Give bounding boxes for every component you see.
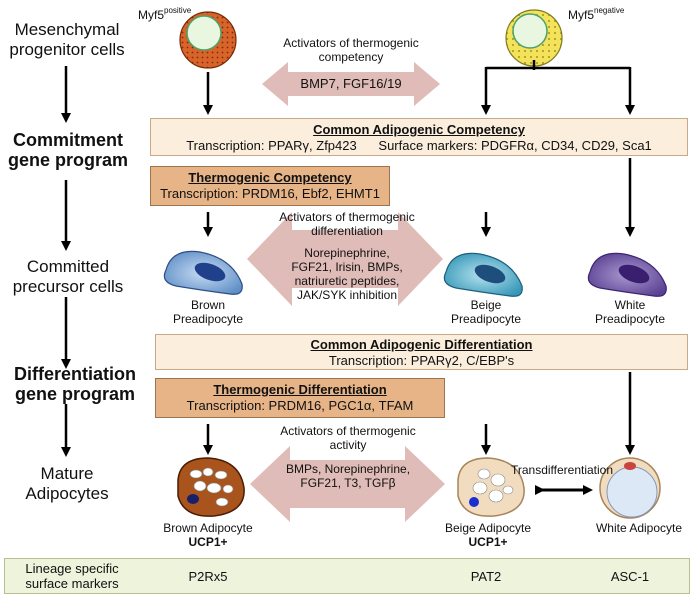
stage-differentiation: Differentiation gene program bbox=[13, 364, 136, 404]
myf5-negative-cell bbox=[505, 9, 563, 67]
thermo-differentiation-text: Transcription: PRDM16, PGC1α, TFAM bbox=[186, 398, 414, 413]
beige-ucp1-marker: UCP1+ bbox=[468, 535, 508, 549]
white-adipocyte-label: White Adipocyte bbox=[595, 521, 683, 535]
beige-adipocyte-shape bbox=[457, 457, 525, 517]
thermo-differentiation-title: Thermogenic Differentiation bbox=[213, 382, 387, 397]
thermo-competency-box: Thermogenic Competency Transcription: PR… bbox=[150, 166, 390, 206]
brown-adipocyte-shape bbox=[177, 457, 245, 517]
common-differentiation-title: Common Adipogenic Differentiation bbox=[310, 337, 533, 352]
stage-committed: Committed precursor cells bbox=[12, 257, 124, 296]
competency-activator-arrow bbox=[262, 62, 440, 106]
brown-preadipocyte-shape bbox=[163, 250, 243, 295]
stage-commitment: Commitment gene program bbox=[7, 130, 129, 170]
activity-activators-label: Activators of thermogenic activity bbox=[280, 424, 416, 452]
beige-preadipocyte-shape bbox=[443, 252, 523, 297]
brown-preadipocyte-label: Brown Preadipocyte bbox=[172, 298, 244, 326]
beige-adipocyte-label: Beige Adipocyte UCP1+ bbox=[426, 521, 550, 549]
lineage-brown-marker: P2Rx5 bbox=[188, 569, 228, 584]
common-differentiation-box: Common Adipogenic Differentiation Transc… bbox=[155, 334, 688, 370]
thermo-competency-title: Thermogenic Competency bbox=[188, 170, 352, 185]
myf5-positive-label: Myf5positive bbox=[138, 6, 192, 22]
thermo-differentiation-box: Thermogenic Differentiation Transcriptio… bbox=[155, 378, 445, 418]
white-adipocyte-shape bbox=[599, 457, 661, 519]
activity-activator-arrow bbox=[250, 446, 445, 522]
differentiation-factors: Norepinephrine, FGF21, Irisin, BMPs, nat… bbox=[291, 246, 403, 302]
white-preadipocyte-label: White Preadipocyte bbox=[594, 298, 666, 326]
white-preadipocyte-shape bbox=[587, 252, 667, 297]
lineage-markers-bar bbox=[4, 558, 690, 594]
differentiation-activators-label: Activators of thermogenic differentiatio… bbox=[279, 210, 415, 238]
stage-mesenchymal: Mesenchymal progenitor cells bbox=[9, 20, 125, 59]
lineage-label: Lineage specific surface markers bbox=[25, 561, 119, 591]
activity-factors: BMPs, Norepinephrine, FGF21, T3, TGFβ bbox=[285, 462, 411, 490]
competency-activators-factors: BMP7, FGF16/19 bbox=[300, 76, 402, 91]
common-competency-text: Transcription: PPARγ, Zfp423 Surface mar… bbox=[186, 138, 652, 153]
lineage-white-marker: ASC-1 bbox=[610, 569, 650, 584]
brown-ucp1-marker: UCP1+ bbox=[188, 535, 228, 549]
thermo-competency-text: Transcription: PRDM16, Ebf2, EHMT1 bbox=[160, 186, 380, 201]
lineage-beige-marker: PAT2 bbox=[470, 569, 502, 584]
stage-mature: Mature Adipocytes bbox=[25, 464, 109, 503]
myf5-negative-label: Myf5negative bbox=[568, 6, 625, 22]
brown-adipocyte-label: Brown Adipocyte UCP1+ bbox=[146, 521, 270, 549]
transdifferentiation-label: Transdifferentiation bbox=[510, 463, 614, 477]
common-competency-title: Common Adipogenic Competency bbox=[313, 122, 525, 137]
differentiation-activator-arrow bbox=[247, 212, 443, 306]
competency-activators-label: Activators of thermogenic competency bbox=[283, 36, 419, 64]
common-differentiation-text: Transcription: PPARγ2, C/EBP's bbox=[328, 353, 515, 368]
beige-preadipocyte-label: Beige Preadipocyte bbox=[450, 298, 522, 326]
common-competency-box: Common Adipogenic Competency Transcripti… bbox=[150, 118, 688, 156]
myf5-positive-cell bbox=[179, 11, 237, 69]
